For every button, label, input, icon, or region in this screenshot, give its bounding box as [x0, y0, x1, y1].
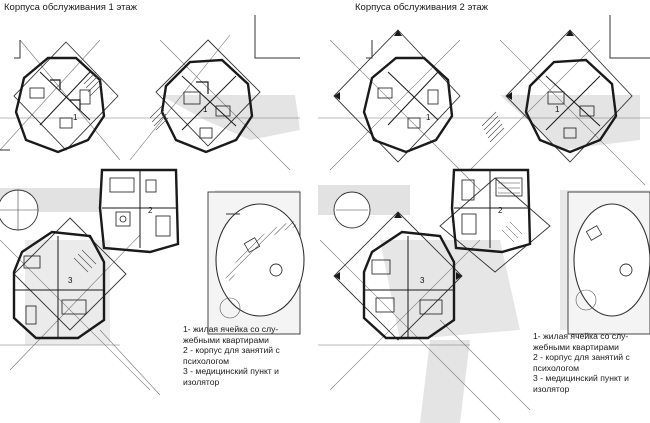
terrain-shadow — [25, 240, 110, 345]
legend-line: 2 - корпус для занятий с — [183, 345, 280, 356]
legend-line: 1- жилая ячейка со слу- — [533, 331, 629, 341]
block-number: 1 — [73, 113, 78, 122]
legend-line: жебными квартирами — [533, 341, 619, 352]
floor-2-plan — [318, 15, 650, 423]
legend-line: 1- жилая ячейка со слу- — [183, 324, 279, 334]
sheet-title-floor-1: Корпуса обслуживания 1 этаж — [4, 2, 137, 13]
legend-floor-1: 1- жилая ячейка со слу- жебными квартира… — [183, 324, 280, 388]
legend-line: изолятор — [183, 376, 220, 387]
block-number: 2 — [148, 206, 153, 215]
block-number: 1 — [555, 105, 560, 114]
block-number: 3 — [68, 276, 73, 285]
legend-line: 2 - корпус для занятий с — [533, 352, 630, 363]
legend-line: 3 - медицинский пункт и — [533, 373, 629, 384]
block-number: 2 — [498, 206, 503, 215]
legend-line: изолятор — [533, 383, 570, 394]
legend-line: 3 - медицинский пункт и — [183, 366, 279, 377]
block-number: 3 — [420, 276, 425, 285]
legend-line: психологом — [183, 355, 230, 366]
block-number: 1 — [426, 113, 431, 122]
legend-floor-2: 1- жилая ячейка со слу- жебными квартира… — [533, 331, 630, 395]
legend-line: психологом — [533, 362, 580, 373]
floor-1-plan — [0, 15, 305, 396]
block-number: 1 — [203, 105, 208, 114]
sheet-title-floor-2: Корпуса обслуживания 2 этаж — [355, 2, 488, 13]
terrain-shadow — [160, 95, 300, 140]
legend-line: жебными квартирами — [183, 334, 269, 345]
